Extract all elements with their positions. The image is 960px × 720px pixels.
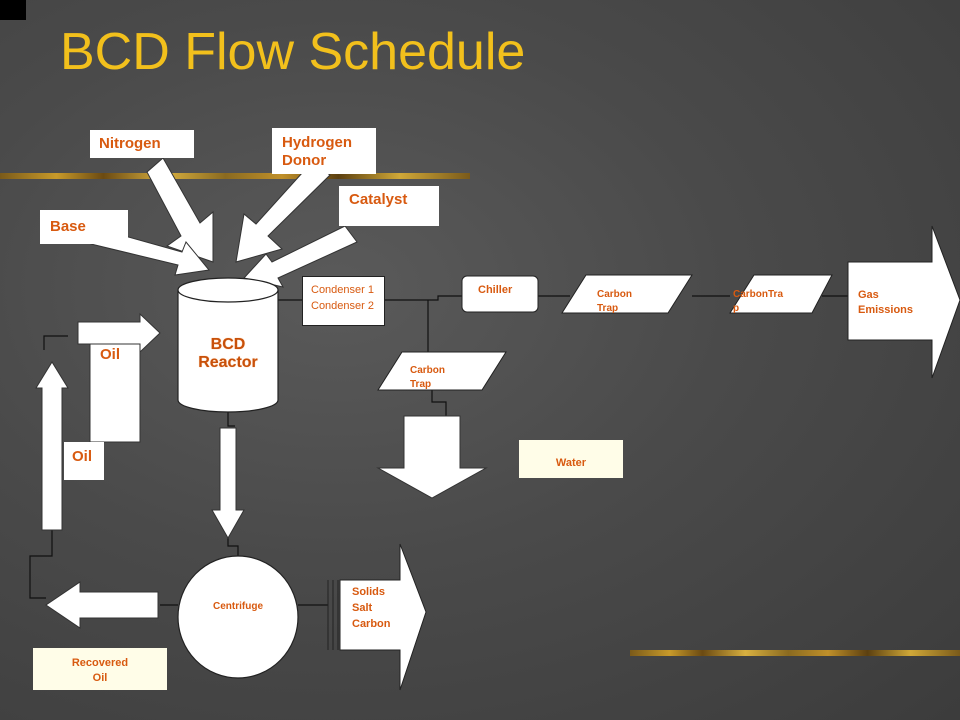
chiller-label: Chiller xyxy=(478,284,513,296)
solids-label: Solids Salt Carbon xyxy=(352,584,391,632)
chiller-box xyxy=(461,275,539,313)
input-arrows xyxy=(90,157,358,288)
solids-line1: Solids xyxy=(352,586,386,598)
hydrogen-donor-label: Hydrogen Donor xyxy=(272,128,376,174)
connector-lines xyxy=(29,295,850,606)
nitrogen-label: Nitrogen xyxy=(90,130,194,158)
recovered-oil-line2: Oil xyxy=(92,672,108,684)
line-trap3-water xyxy=(431,390,447,416)
carbon-trap-2-line1: CarbonTra xyxy=(733,289,784,300)
line-arrow-centrifuge xyxy=(227,536,239,556)
line-reactor-down xyxy=(227,410,235,427)
centrifuge-circle xyxy=(177,555,299,679)
carbon-trap-3-label: Carbon Trap xyxy=(410,364,445,392)
carbon-trap-2-label: CarbonTra p xyxy=(733,288,783,316)
arrow-to-centrifuge xyxy=(211,427,245,540)
corner-mark xyxy=(0,0,26,20)
decorative-band-bottom xyxy=(630,650,960,656)
slide-title: BCD Flow Schedule xyxy=(60,23,526,81)
carbon-trap-1-line1: Carbon xyxy=(597,289,632,300)
hydrogen-donor-line2: Donor xyxy=(282,152,327,169)
condenser-line1: Condenser 1 xyxy=(311,284,374,296)
condenser-line2: Condenser 2 xyxy=(311,300,374,312)
solids-line3: Carbon xyxy=(352,618,391,630)
oil-column-right xyxy=(89,343,141,443)
hydrogen-donor-line1: Hydrogen xyxy=(282,134,353,151)
base-label: Base xyxy=(40,210,128,244)
water-label: Water xyxy=(519,440,623,478)
oil-label-upper: Oil xyxy=(100,346,121,363)
arrow-water xyxy=(376,415,488,499)
carbon-trap-1-label: Carbon Trap xyxy=(597,288,632,316)
gas-emissions-label: Gas Emissions xyxy=(858,288,913,318)
carbon-trap-3-shape xyxy=(377,351,507,391)
line-condenser-chiller xyxy=(385,295,462,301)
solids-line2: Salt xyxy=(352,602,373,614)
reactor-label: BCD Reactor xyxy=(178,336,278,372)
decorative-band-top xyxy=(0,173,470,179)
condenser-box: Condenser 1 Condenser 2 xyxy=(302,276,385,326)
oil-arrows xyxy=(35,312,161,531)
reactor-line2: Reactor xyxy=(198,354,258,371)
carbon-trap-2-shape xyxy=(729,274,833,314)
gas-emissions-line2: Emissions xyxy=(858,304,914,316)
reactor-line1: BCD xyxy=(210,336,246,353)
reactor-cylinder xyxy=(177,277,279,413)
carbon-trap-3-line2: Trap xyxy=(410,379,432,390)
carbon-trap-3-line1: Carbon xyxy=(410,365,445,376)
gas-emissions-line1: Gas xyxy=(858,289,879,301)
arrow-oil-up xyxy=(35,361,69,531)
oil-label-lower: Oil xyxy=(64,442,104,480)
arrow-oil-into-reactor xyxy=(77,312,161,354)
recovered-oil-line1: Recovered xyxy=(71,657,129,669)
recovered-oil-label: Recovered Oil xyxy=(33,648,167,690)
arrow-nitrogen xyxy=(146,157,214,263)
centrifuge-label: Centrifuge xyxy=(213,601,263,612)
arrow-recovered-oil xyxy=(45,581,159,629)
gas-emissions-arrow xyxy=(847,225,960,379)
carbon-trap-1-shape xyxy=(561,274,693,314)
arrow-hydrogen xyxy=(235,161,331,263)
carbon-trap-2-line2: p xyxy=(733,303,740,314)
catalyst-label: Catalyst xyxy=(339,186,439,226)
line-oil-top xyxy=(43,335,68,350)
carbon-trap-1-line2: Trap xyxy=(597,303,619,314)
solids-arrow xyxy=(327,543,427,691)
line-oil-loop xyxy=(29,530,53,599)
